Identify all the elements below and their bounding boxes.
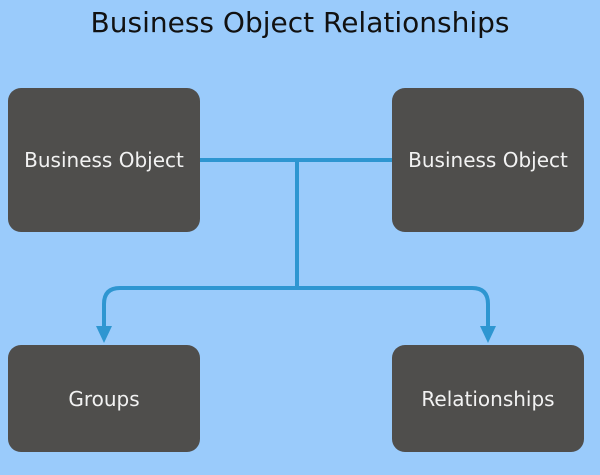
connector-to-relationships: [297, 286, 490, 326]
node-label: Business Object: [24, 148, 184, 172]
arrowhead-groups-icon: [96, 326, 112, 343]
node-business-object-left[interactable]: Business Object: [8, 88, 200, 232]
node-label: Relationships: [421, 386, 555, 411]
node-label: Business Object: [408, 148, 568, 172]
page-title: Business Object Relationships: [90, 6, 510, 39]
node-business-object-right[interactable]: Business Object: [392, 88, 584, 232]
connector-to-groups: [102, 286, 297, 326]
node-label: Groups: [68, 386, 140, 411]
arrowhead-relationships-icon: [480, 326, 496, 343]
node-groups[interactable]: Groups: [8, 345, 200, 452]
node-relationships[interactable]: Relationships: [392, 345, 584, 452]
